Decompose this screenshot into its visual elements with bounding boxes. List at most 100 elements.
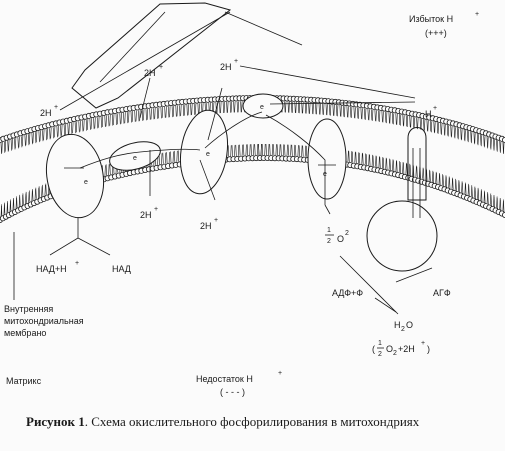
complex-3 (179, 109, 229, 195)
nad-label: НАД (112, 264, 131, 274)
half-denominator: 2 (327, 238, 331, 245)
lipid-tail (68, 122, 73, 134)
lipid-tail (484, 136, 488, 148)
water-sub: 2 (401, 326, 405, 333)
lipid-tail (98, 116, 102, 128)
lipid-tail (57, 125, 62, 137)
lipid-tail (493, 196, 498, 208)
lipid-tail (457, 128, 462, 140)
membrane-label-line2: митохондриальная (4, 316, 84, 326)
lipid-tail (361, 108, 366, 120)
lipid-tail (400, 114, 404, 126)
lipid-tail (413, 165, 417, 177)
lipid-tail (376, 156, 380, 168)
atp-synthase-stalk (407, 127, 427, 201)
lipid-tail (503, 142, 505, 155)
lipid-tail (471, 132, 475, 144)
lipid-tail (90, 118, 95, 130)
lipid-tail (454, 127, 459, 139)
lipid-tail (29, 133, 33, 145)
lipid-tail (13, 197, 17, 210)
lipid-tail (1, 141, 6, 153)
electron-3: e (206, 151, 210, 158)
lipid-tail (449, 177, 453, 189)
lipid-tail (393, 113, 397, 125)
figure-caption: Рисунок 1. Схема окислительного фосфорил… (26, 414, 420, 429)
lipid-tail (382, 111, 387, 123)
lipid-tail (16, 196, 20, 208)
lipid-tail (0, 142, 2, 155)
lipid-tail (76, 121, 80, 133)
lipid-tail (243, 144, 247, 156)
deficit-proton-signs: ( - - - ) (220, 387, 245, 397)
lipid-tail (431, 121, 435, 133)
lipid-tail (455, 180, 460, 192)
lipid-tail (474, 187, 479, 199)
lipid-tail (18, 136, 23, 148)
lipid-tail (269, 144, 273, 156)
lipid-tail (105, 115, 110, 127)
lipid-tail (174, 150, 178, 162)
lipid-tail (4, 202, 8, 214)
lipid-tail (120, 112, 125, 124)
lipid-tail (452, 178, 456, 190)
eq-open: ( (372, 344, 375, 354)
lipid-tail (348, 151, 353, 163)
lipid-tail (261, 143, 266, 156)
protein-complexes (45, 93, 438, 272)
eq-plus: +2H (398, 344, 415, 354)
water-o: O (406, 320, 413, 330)
lipid-tail (429, 170, 434, 182)
lipid-tail (158, 107, 162, 119)
eq-sup: + (421, 340, 425, 347)
lipid-tail (503, 200, 505, 213)
lipid-tail (235, 144, 240, 156)
lipid-tail (487, 137, 491, 149)
lipid-tail (234, 101, 238, 113)
lipid-tail (326, 104, 331, 116)
lipid-tail (165, 106, 170, 118)
membrane-label-line3: мембрано (4, 328, 46, 338)
lipid-tail (102, 115, 106, 128)
lipid-tail (42, 184, 46, 196)
lipid-tail (478, 189, 482, 201)
lipid-tail (223, 101, 228, 113)
lipid-tail (323, 103, 327, 115)
lipid-tail (330, 104, 334, 116)
lipid-tail (386, 158, 390, 170)
lipid-tail (444, 124, 449, 136)
lipid-tail (465, 183, 469, 195)
excess-proton-signs: (+++) (425, 28, 447, 38)
lipid-tail (386, 112, 390, 124)
lipid-tail (464, 130, 469, 142)
lipid-tail (65, 123, 69, 135)
lipid-tail (302, 145, 306, 157)
lipid-tail (436, 172, 440, 185)
lipid-tail (246, 144, 251, 156)
proton-label-3: 2H (40, 108, 52, 118)
membrane-label-line1: Внутренняя (4, 304, 53, 314)
half-numerator: 1 (327, 227, 331, 234)
lipid-tail (424, 119, 428, 131)
lipid-tail (355, 152, 360, 164)
lipid-tail (239, 144, 243, 156)
lipid-tail (169, 106, 173, 118)
lipid-tail (250, 144, 255, 156)
lipid-tail (496, 197, 501, 210)
lipid-tail (161, 106, 166, 118)
oxygen-label: O (337, 234, 344, 244)
lipid-tail (191, 103, 195, 115)
lipid-tail (176, 105, 181, 117)
lipid-tail (484, 192, 488, 204)
lipid-tail (32, 189, 36, 201)
lipid-tail (500, 141, 504, 153)
lipid-tail (369, 154, 373, 166)
lipid-tail (471, 186, 476, 198)
lipid-tail (410, 116, 414, 128)
lipid-tail (187, 104, 192, 116)
lipid-tail (416, 166, 421, 178)
proton-label-1: 2H (144, 68, 156, 78)
electron-4: e (260, 104, 264, 111)
eq-oxygen: O (386, 344, 393, 354)
